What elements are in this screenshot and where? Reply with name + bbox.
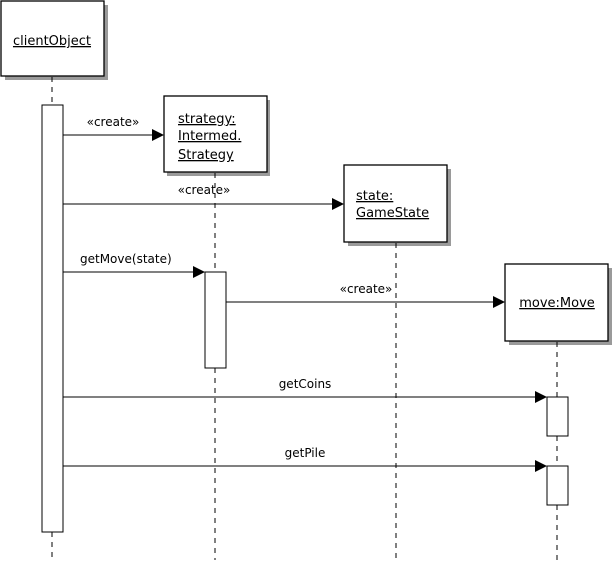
message-create-state-arrow — [332, 198, 344, 210]
object-client-box — [0, 0, 105, 77]
object-state: state: GameState — [343, 164, 451, 246]
object-strategy: strategy: Intermed. Strategy — [163, 95, 270, 176]
object-strategy-box — [163, 95, 268, 173]
object-strategy-line-1: strategy: — [178, 112, 236, 127]
message-create-state-label: «create» — [178, 183, 231, 197]
object-state-line-1: state: — [356, 189, 393, 204]
object-client-label: clientObject — [13, 34, 91, 49]
message-get-coins-arrow — [535, 391, 547, 403]
message-get-pile-arrow — [535, 460, 547, 472]
object-move-label: move:Move — [519, 296, 595, 311]
activation-move-getcoins — [546, 396, 569, 437]
message-get-move-label: getMove(state) — [80, 252, 172, 266]
message-create-strategy-arrow — [152, 129, 164, 141]
object-state-line-2: GameState — [356, 206, 429, 221]
message-create-strategy: «create» — [63, 115, 164, 141]
activation-client — [41, 104, 64, 533]
object-move: move:Move — [504, 263, 612, 345]
activation-move-getpile — [546, 465, 569, 506]
message-create-move-label: «create» — [340, 282, 393, 296]
message-get-pile: getPile — [63, 446, 547, 472]
object-client: clientObject — [0, 0, 108, 80]
message-create-strategy-label: «create» — [87, 115, 140, 129]
message-get-move: getMove(state) — [63, 252, 205, 278]
object-strategy-line-2: Intermed. — [178, 129, 241, 144]
message-get-pile-label: getPile — [285, 446, 326, 460]
message-create-move-arrow — [493, 296, 505, 308]
message-create-move: «create» — [226, 282, 505, 308]
object-strategy-line-3: Strategy — [178, 148, 234, 163]
object-state-box — [343, 164, 448, 243]
message-get-coins: getCoins — [63, 377, 547, 403]
message-create-state: «create» — [63, 183, 344, 210]
object-move-box — [504, 263, 609, 342]
message-get-coins-label: getCoins — [279, 377, 332, 391]
message-get-move-arrow — [193, 266, 205, 278]
activation-strategy — [204, 271, 227, 369]
